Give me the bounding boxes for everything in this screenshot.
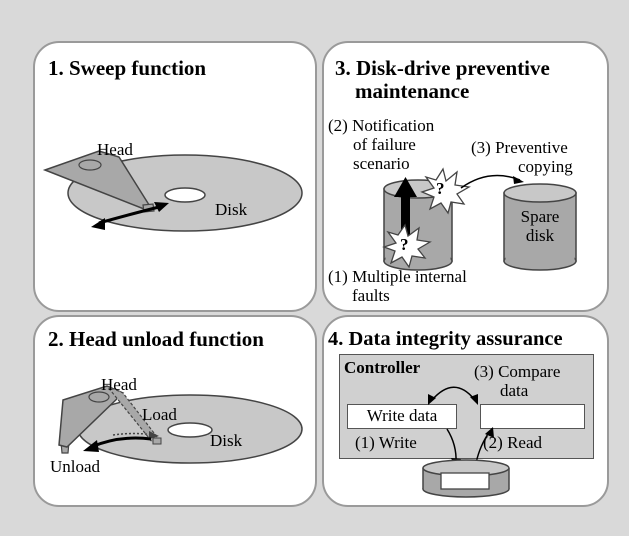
notification-label-line2: of failure <box>353 135 416 154</box>
notification-label-line3: scenario <box>353 154 410 173</box>
write-data-box: Write data <box>347 404 457 429</box>
preventive-copy-label-line1: (3) Preventive <box>471 138 568 157</box>
load-label: Load <box>142 405 177 424</box>
disk-label: Disk <box>215 200 248 219</box>
head-unload-diagram <box>58 385 303 464</box>
fault-burst-lower <box>382 223 432 269</box>
read-label: (2) Read <box>483 433 543 452</box>
preventive-maintenance-title-line2: maintenance <box>355 79 470 103</box>
head-pivot <box>78 159 102 171</box>
unload-arrowhead <box>83 440 99 452</box>
preventive-diagram <box>382 167 577 271</box>
compare-arrowhead-right <box>470 394 478 405</box>
sweep-function-panel: 1. Sweep function Head Disk <box>33 41 317 312</box>
head-slider-loaded <box>152 437 162 445</box>
load-arrowhead <box>149 431 159 439</box>
preventive-maintenance-panel: 3. Disk-drive preventive maintenance (2)… <box>322 41 609 312</box>
preventive-maintenance-title-line1: 3. Disk-drive preventive <box>335 56 550 80</box>
compare-label-line1: (3) Compare <box>474 362 561 381</box>
fault-burst-upper <box>420 167 471 215</box>
disk-spindle <box>164 187 206 203</box>
preventive-copy-arrow <box>460 174 521 189</box>
spare-disk-label-line2: disk <box>525 226 555 245</box>
head-arm <box>42 150 153 210</box>
data-integrity-title: 4. Data integrity assurance <box>328 328 563 350</box>
spare-disk-top <box>503 183 577 203</box>
sweep-arrowhead-right <box>154 202 169 212</box>
notification-arrow-shaft <box>401 195 410 251</box>
disk-spindle <box>167 422 213 438</box>
preventive-copy-arrowhead <box>513 176 524 184</box>
head-label: Head <box>101 375 137 394</box>
sweep-function-title: 1. Sweep function <box>48 56 207 80</box>
sweep-arrowhead-left <box>91 218 105 230</box>
write-label: (1) Write <box>355 433 417 452</box>
head-unload-title: 2. Head unload function <box>48 327 264 351</box>
read-arrow <box>475 430 491 464</box>
head-label: Head <box>97 140 133 159</box>
compare-arrow <box>431 386 475 401</box>
faults-label-line1: (1) Multiple internal <box>328 267 467 286</box>
compare-arrowhead-left <box>428 394 436 405</box>
drive-label-window <box>440 472 490 490</box>
notification-label-line1: (2) Notification <box>328 116 435 135</box>
disk-label: Disk <box>210 431 243 450</box>
head-unload-panel: 2. Head unload function Head Load Disk U… <box>33 315 317 507</box>
read-data-box <box>480 404 585 429</box>
fault-mark-lower: ? <box>400 235 409 254</box>
spare-disk-label-line1: Spare <box>520 207 560 226</box>
head-arm-unloaded <box>58 385 125 448</box>
controller-label: Controller <box>344 358 421 377</box>
data-integrity-diagram <box>422 386 510 498</box>
head-arm-loaded <box>106 385 163 444</box>
compare-label-line2: data <box>500 381 529 400</box>
faults-label-line2: faults <box>352 286 390 305</box>
unload-label: Unload <box>50 457 101 476</box>
preventive-copy-label-line2: copying <box>518 157 573 176</box>
head-pivot <box>88 391 110 403</box>
sweep-diagram <box>42 150 303 232</box>
read-arrowhead <box>485 427 494 438</box>
fault-mark-upper: ? <box>436 179 445 198</box>
write-arrow <box>446 428 457 464</box>
data-integrity-panel: 4. Data integrity assurance Controller (… <box>322 315 609 507</box>
notification-arrow-head <box>394 177 417 197</box>
